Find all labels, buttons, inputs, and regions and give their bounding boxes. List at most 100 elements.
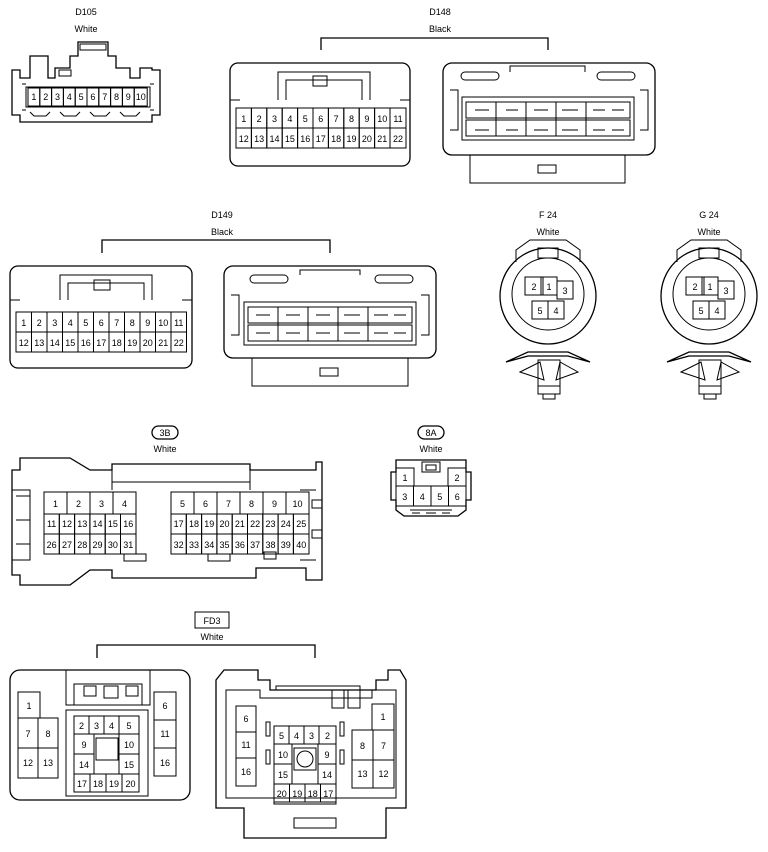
connector-d148: D148 Black 1 2 3 4 5 6 7 8 9 10 11 [229, 7, 656, 184]
pin-label: 13 [77, 519, 87, 529]
d149-row1: 1 2 3 4 5 6 7 8 9 10 11 [15, 311, 187, 333]
pin-label: 6 [318, 114, 323, 124]
pin-label: 12 [378, 769, 388, 779]
pin-label: 15 [124, 760, 134, 770]
d149-rear-view [223, 265, 437, 387]
pin-label: 17 [77, 779, 87, 789]
connector-d149: D149 Black 1 2 3 4 5 6 7 8 9 10 11 12 [9, 210, 437, 387]
pin-label: 18 [189, 519, 199, 529]
pin-label: 2 [43, 92, 48, 102]
pin-label: 19 [109, 779, 119, 789]
fd3-code: FD3 [203, 616, 220, 626]
pin-label: 18 [112, 338, 122, 348]
pin-label: 7 [334, 114, 339, 124]
pin-label: 17 [174, 519, 184, 529]
pin-label: 15 [65, 338, 75, 348]
connector-fd3: FD3 White 1 7 8 12 13 2 3 4 5 9 10 14 15 [9, 611, 407, 839]
pin-label: 14 [322, 770, 332, 780]
pin-label: 4 [553, 306, 558, 316]
pin-label: 24 [281, 519, 291, 529]
pin-label: 22 [393, 134, 403, 144]
connector-3b: 3B White 1 2 3 4 11 12 13 14 15 16 26 27… [11, 425, 323, 586]
pin-label: 36 [235, 540, 245, 550]
pin-label: 6 [90, 92, 95, 102]
d105-code: D105 [75, 7, 97, 17]
pin-label: 38 [265, 540, 275, 550]
pin-label: 27 [62, 540, 72, 550]
pin-label: 4 [109, 721, 114, 731]
pin-label: 3 [99, 499, 104, 509]
pin-label: 17 [316, 134, 326, 144]
pin-label: 7 [381, 741, 386, 751]
pin-label: 5 [437, 492, 442, 502]
d148-rear-cells [465, 101, 631, 137]
fd3-color: White [200, 632, 223, 642]
pin-label: 12 [239, 134, 249, 144]
g24-color: White [697, 227, 720, 237]
pin-label: 39 [281, 540, 291, 550]
pin-label: 6 [243, 714, 248, 724]
pin-label: 9 [272, 499, 277, 509]
pin-label: 19 [292, 789, 302, 799]
d148-rear-view [442, 62, 656, 184]
pin-label: 1 [707, 282, 712, 292]
d148-code: D148 [429, 7, 451, 17]
pin-label: 13 [43, 758, 53, 768]
pin-label: 32 [174, 540, 184, 550]
pin-label: 11 [241, 740, 250, 750]
pin-label: 4 [294, 731, 299, 741]
pin-label: 1 [31, 92, 36, 102]
pin-label: 35 [220, 540, 230, 550]
pin-label: 19 [204, 519, 214, 529]
pin-label: 3 [723, 286, 728, 296]
pin-label: 1 [380, 712, 385, 722]
pin-label: 7 [25, 729, 30, 739]
pin-label: 7 [226, 499, 231, 509]
pin-label: 3 [55, 92, 60, 102]
pin-label: 14 [269, 134, 279, 144]
pin-label: 15 [278, 770, 288, 780]
pin-label: 34 [204, 540, 214, 550]
pin-label: 18 [308, 789, 318, 799]
pin-label: 3 [272, 114, 277, 124]
pin-label: 10 [278, 750, 288, 760]
pin-label: 22 [174, 338, 184, 348]
pin-label: 2 [454, 473, 459, 483]
connector-g24: G 24 White 2 1 3 5 4 [660, 210, 758, 400]
pin-label: 4 [122, 499, 127, 509]
pin-label: 11 [47, 519, 56, 529]
pin-label: 4 [714, 306, 719, 316]
pin-label: 13 [34, 338, 44, 348]
pin-label: 15 [108, 519, 118, 529]
d148-color: Black [429, 24, 452, 34]
pin-label: 14 [79, 760, 89, 770]
pin-label: 4 [68, 318, 73, 328]
pin-label: 18 [331, 134, 341, 144]
connector-8a: 8A White 1 2 3 4 5 6 [390, 425, 472, 517]
pin-label: 6 [99, 318, 104, 328]
pin-label: 7 [102, 92, 107, 102]
pin-label: 23 [265, 519, 275, 529]
connector-f24: F 24 White 2 1 3 5 4 [499, 210, 597, 400]
pin-label: 1 [53, 499, 58, 509]
pin-label: 5 [698, 306, 703, 316]
pin-label: 1 [26, 701, 31, 711]
pin-label: 2 [325, 731, 330, 741]
3b-right-block: 5 6 7 8 9 10 17 18 19 20 21 22 23 24 25 … [170, 491, 310, 555]
pin-label: 1 [546, 282, 551, 292]
pin-label: 18 [93, 779, 103, 789]
pin-label: 9 [126, 92, 131, 102]
pin-label: 6 [162, 701, 167, 711]
pin-label: 6 [203, 499, 208, 509]
pin-label: 16 [241, 767, 251, 777]
pin-label: 5 [537, 306, 542, 316]
pin-label: 28 [77, 540, 87, 550]
pin-label: 6 [455, 492, 460, 502]
pin-label: 12 [62, 519, 72, 529]
3b-left-block: 1 2 3 4 11 12 13 14 15 16 26 27 28 29 30… [43, 491, 137, 555]
8a-code: 8A [425, 428, 436, 438]
pin-label: 20 [125, 779, 135, 789]
pin-label: 14 [93, 519, 103, 529]
pin-label: 20 [362, 134, 372, 144]
